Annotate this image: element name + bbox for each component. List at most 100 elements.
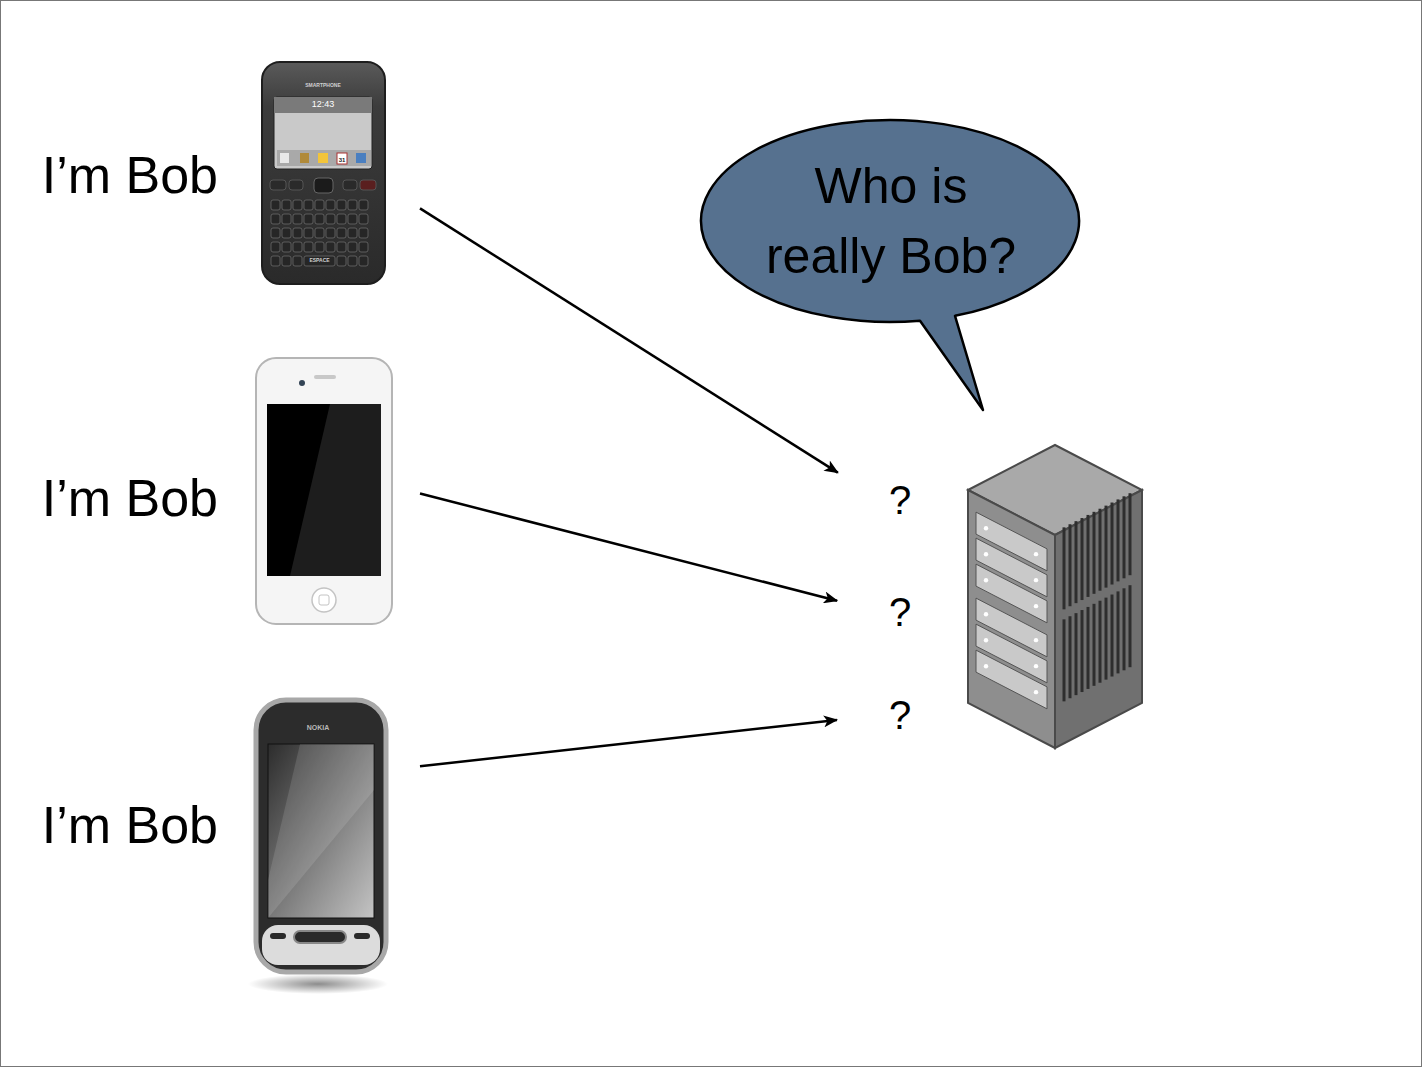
phone-screen	[267, 404, 381, 576]
drive-bays-part	[1034, 664, 1038, 668]
vent-slats-part	[1069, 524, 1072, 606]
vent-slats-part	[1081, 610, 1084, 692]
key-grid-part	[293, 228, 302, 238]
phone-body	[256, 358, 392, 624]
calendar-icon	[337, 153, 347, 164]
brand-text: NOKIA	[307, 724, 330, 732]
key-grid-part	[315, 214, 324, 224]
key-legend: ESPACE	[309, 258, 329, 264]
screen-glare	[290, 404, 381, 576]
calendar-day: 31	[339, 156, 346, 163]
vent-slats-part	[1087, 515, 1090, 597]
drive-bays	[976, 512, 1047, 709]
screen-glare	[268, 744, 374, 918]
key-grid-part	[315, 200, 324, 210]
app-icon	[280, 153, 289, 163]
phone-body	[256, 700, 386, 972]
question-mark: ?	[843, 472, 919, 528]
key-grid-part	[337, 200, 346, 210]
menu-key	[294, 931, 346, 943]
speaker	[314, 375, 336, 379]
key-grid-part	[348, 256, 357, 266]
key-grid-part	[293, 242, 302, 252]
phone-device: I’m Bob	[245, 696, 420, 976]
phone-screen	[274, 97, 372, 169]
drive-bays-part	[984, 664, 988, 668]
key-grid-part	[271, 228, 280, 238]
key-grid-part	[326, 228, 335, 238]
arrow-connector	[420, 493, 837, 600]
camera	[299, 380, 305, 386]
vent-slats-part	[1099, 509, 1102, 591]
key-grid-part	[326, 214, 335, 224]
icon-row	[277, 150, 371, 166]
device-label: I’m Bob	[42, 795, 218, 855]
key-grid-part	[337, 214, 346, 224]
key-grid-part	[348, 200, 357, 210]
call-key	[270, 933, 286, 939]
vent-slats-part	[1129, 585, 1132, 667]
vent-slats-part	[1093, 512, 1096, 594]
phone-device: I’m Bob	[245, 58, 420, 288]
speech-bubble: Who is really Bob?	[700, 118, 1082, 324]
key-grid-part	[348, 242, 357, 252]
key-grid-part	[315, 228, 324, 238]
drive-bays-part	[984, 552, 988, 556]
key-grid-part	[304, 256, 335, 266]
vent-slats	[1064, 493, 1130, 701]
vent-slats-part	[1129, 493, 1132, 575]
phone-device: I’m Bob	[245, 354, 420, 628]
key-grid-part	[271, 256, 280, 266]
drive-bays-part	[1034, 578, 1038, 582]
unknown-mark: ?	[889, 691, 911, 739]
bubble-shape	[701, 120, 1079, 410]
vent-slats-part	[1099, 601, 1102, 683]
key-grid-part	[337, 242, 346, 252]
key-grid-part	[282, 214, 291, 224]
slim-phone	[248, 700, 388, 994]
app-icon	[300, 153, 309, 163]
drive-bays-part	[1034, 690, 1038, 694]
status-bar	[274, 97, 372, 113]
key-grid-part	[315, 242, 324, 252]
vent-slats-part	[1111, 595, 1114, 677]
key-grid-part	[326, 242, 335, 252]
vent-slats-part	[1069, 616, 1072, 698]
key-grid-part	[293, 200, 302, 210]
home-button	[312, 588, 336, 612]
key-grid-part	[326, 200, 335, 210]
vent-slats-part	[1087, 607, 1090, 689]
menu-key	[289, 180, 303, 190]
question-mark: ?	[843, 584, 919, 640]
key-grid-part	[293, 214, 302, 224]
drive-bays-part	[984, 612, 988, 616]
bubble-text: Who is really Bob?	[756, 151, 1026, 291]
key-grid-part	[348, 214, 357, 224]
clock-text: 12:43	[312, 100, 335, 110]
vent-slats-part	[1093, 604, 1096, 686]
key-grid-part	[293, 256, 302, 266]
key-grid-part	[304, 214, 313, 224]
end-key	[360, 180, 376, 190]
end-key	[354, 933, 370, 939]
drive-bays-part	[1034, 638, 1038, 642]
key-grid-part	[337, 256, 346, 266]
home-button-mark	[319, 595, 329, 605]
key-grid-part	[282, 200, 291, 210]
phone-screen	[268, 744, 374, 918]
vent-slats-part	[1075, 613, 1078, 695]
key-grid-part	[359, 242, 368, 252]
key-grid-part	[271, 214, 280, 224]
drive-bays-part	[976, 564, 1047, 623]
drive-bays-part	[984, 638, 988, 642]
vent-slats-part	[1111, 503, 1114, 585]
phone-body	[262, 62, 385, 284]
vent-slats-part	[1123, 588, 1126, 670]
keyboard-phone	[262, 62, 385, 284]
key-grid-part	[359, 200, 368, 210]
app-icon	[356, 153, 366, 163]
arrow-connector	[420, 720, 837, 766]
key-grid-part	[282, 256, 291, 266]
